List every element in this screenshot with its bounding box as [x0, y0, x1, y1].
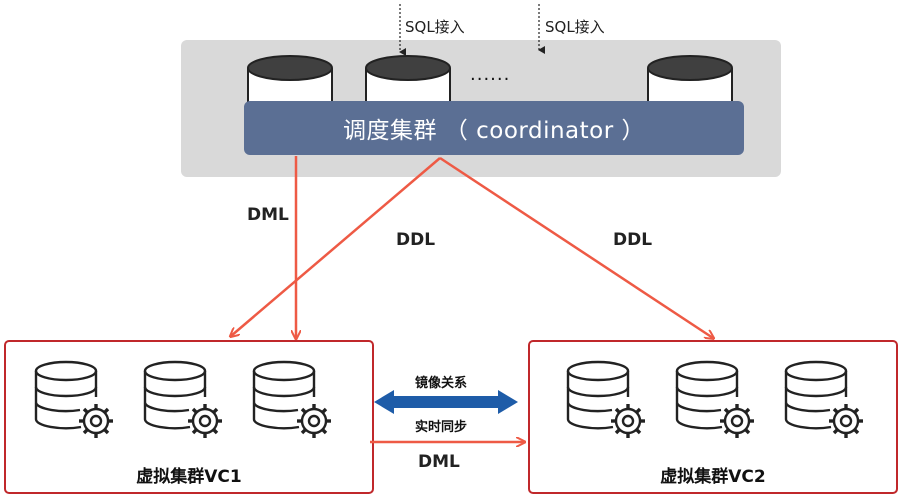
- sql-in-label-1: SQL接入: [405, 18, 465, 36]
- vc1-db-icon-2: [143, 360, 224, 440]
- sql-in-label-2: SQL接入: [545, 18, 605, 36]
- ellipsis: ......: [470, 64, 511, 85]
- dml-label-left: DML: [247, 205, 289, 225]
- coordinator-bar: 调度集群 （ coordinator ）: [244, 101, 744, 155]
- ddl-arrow-right: [439, 156, 713, 338]
- vc2-db-icon-2: [675, 360, 756, 440]
- vc2-title: 虚拟集群VC2: [660, 467, 766, 487]
- vc1-db-icon-3: [252, 360, 333, 440]
- ddl-label-right: DDL: [613, 230, 653, 250]
- vc2-db-icon-3: [784, 360, 865, 440]
- ddl-arrow-left: [231, 157, 441, 336]
- vc1-db-icon-1: [34, 360, 115, 440]
- sync-double-arrow: [374, 390, 518, 414]
- ddl-label-left: DDL: [396, 230, 436, 250]
- vc1-title: 虚拟集群VC1: [136, 467, 242, 487]
- mirror-relation-label: 镜像关系: [415, 376, 468, 391]
- vc2-db-icon-1: [566, 360, 647, 440]
- realtime-sync-label: 实时同步: [415, 420, 468, 435]
- coordinator-label: 调度集群 （ coordinator ）: [343, 118, 645, 144]
- dml-label-bottom: DML: [418, 452, 460, 472]
